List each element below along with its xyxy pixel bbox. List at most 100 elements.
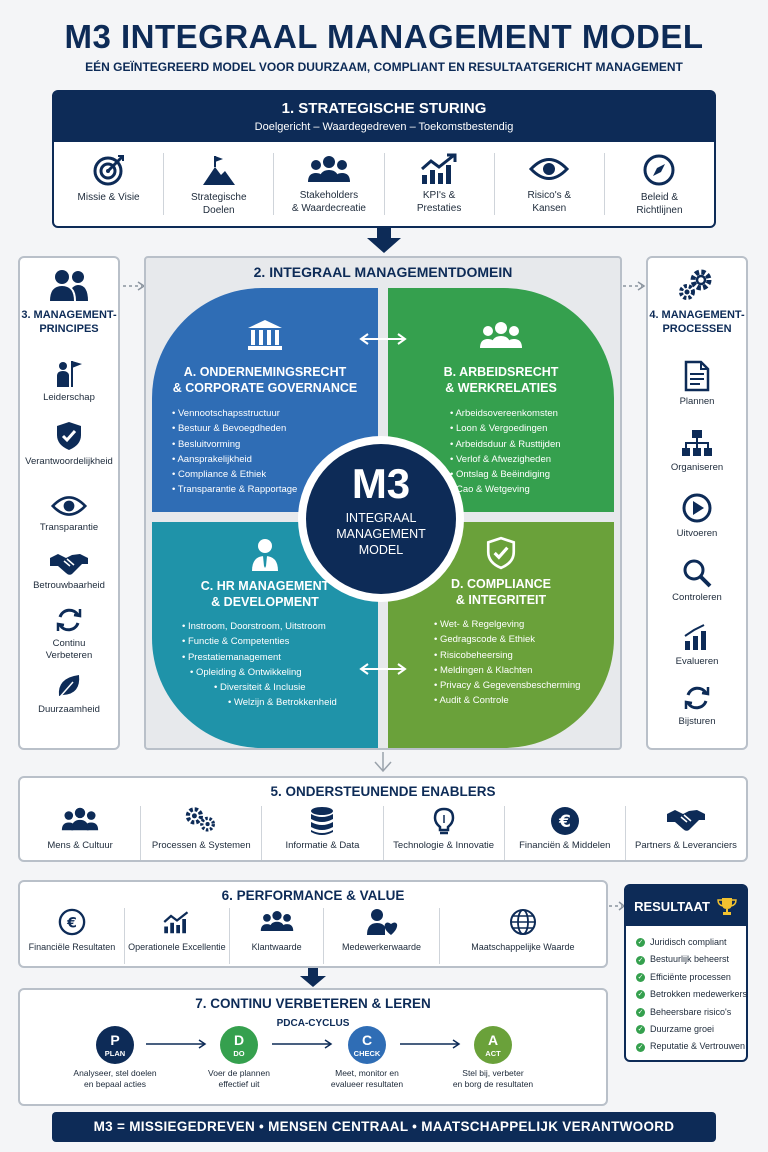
quadrant-title-line: A. ONDERNEMINGSRECHT xyxy=(183,365,347,379)
list-item: Arbeidsovereenkomsten xyxy=(450,406,614,421)
list-item: Gedragscode & Ethiek xyxy=(434,632,614,647)
list-item: Welzijn & Betrokkenheid xyxy=(228,695,378,710)
double-arrow-icon xyxy=(359,333,407,345)
strategic-subtitle: Doelgericht – Waardegedreven – Toekomstb… xyxy=(254,121,514,133)
refresh-icon xyxy=(684,686,710,710)
eye-icon xyxy=(50,496,88,516)
result-panel: RESULTAAT ✓Juridisch compliant ✓Bestuurl… xyxy=(624,884,748,1062)
result-item: ✓Betrokken medewerkers xyxy=(636,989,748,1000)
performance-label: Klantwaarde xyxy=(251,942,302,952)
handshake-icon xyxy=(666,810,705,831)
center-m3-text: M3 xyxy=(351,460,411,507)
strategic-label-2: Kansen xyxy=(532,203,567,214)
people-group-icon xyxy=(480,322,522,348)
performance-label: Maatschappelijke Waarde xyxy=(471,942,575,952)
list-item: Risicobeheersing xyxy=(434,648,614,663)
continuous-improvement-panel: 7. CONTINU VERBETEREN & LEREN PDCA-CYCLU… xyxy=(18,988,608,1106)
strategic-label-2: Prestaties xyxy=(416,203,462,214)
down-chevron-icon xyxy=(374,752,392,773)
principle-verbeteren: Continu Verbeteren xyxy=(20,606,118,662)
list-item: Functie & Competenties xyxy=(182,634,378,649)
enabler-financien: € Financiën & Middelen xyxy=(505,806,626,860)
processes-title-line: 4. MANAGEMENT- xyxy=(649,309,745,321)
document-icon xyxy=(684,360,710,392)
list-item: Compliance & Ethiek xyxy=(172,467,378,482)
pdca-text-line: effectief uit xyxy=(218,1079,260,1089)
principle-label-2: Verbeteren xyxy=(45,650,93,661)
strategic-item-risico: Risico's & Kansen xyxy=(495,153,605,215)
pdca-cycle-label: PDCA-CYCLUS xyxy=(276,1018,350,1029)
enabler-partners: Partners & Leveranciers xyxy=(626,806,746,860)
bar-chart-icon xyxy=(684,624,706,650)
svg-text:€: € xyxy=(66,916,77,932)
process-organiseren: Organiseren xyxy=(648,428,746,474)
principles-title-line: PRINCIPES xyxy=(39,323,99,335)
pdca-letter: A xyxy=(487,1032,499,1048)
quadrant-title-line: D. COMPLIANCE xyxy=(451,577,551,591)
gears-icon xyxy=(186,807,216,832)
dashed-connector-left xyxy=(123,281,146,291)
principles-title: 3. MANAGEMENT-PRINCIPES xyxy=(20,308,118,336)
down-arrow-icon xyxy=(367,228,401,253)
principle-label: Betrouwbaarheid xyxy=(33,580,105,591)
enabler-label: Processen & Systemen xyxy=(151,840,251,851)
pdca-text-line: Meet, monitor en xyxy=(335,1068,399,1078)
pdca-text-line: en borg de resultaten xyxy=(452,1079,534,1089)
strategic-label: Missie & Visie xyxy=(77,192,140,203)
enabler-label: Partners & Leveranciers xyxy=(634,840,737,851)
center-line: MANAGEMENT xyxy=(336,527,426,541)
list-item: Loon & Vergoedingen xyxy=(450,421,614,436)
improve-title: 7. CONTINU VERBETEREN & LEREN xyxy=(195,996,431,1011)
euro-circle-icon: € xyxy=(58,908,86,936)
process-controleren: Controleren xyxy=(648,558,746,604)
strategic-item-kpi: KPI's &Prestaties xyxy=(385,153,495,215)
quadrant-title-line: & CORPORATE GOVERNANCE xyxy=(172,381,358,395)
principle-label: Duurzaamheid xyxy=(38,704,100,715)
principle-label: Transparantie xyxy=(39,522,99,533)
center-line: MODEL xyxy=(358,543,404,557)
process-plannen: Plannen xyxy=(648,360,746,408)
pdca-letter: D xyxy=(233,1032,245,1048)
target-icon xyxy=(93,155,124,186)
list-item: Meldingen & Klachten xyxy=(434,663,614,678)
result-item-label: Efficiënte processen xyxy=(650,971,731,982)
strategic-label: Risico's & xyxy=(527,190,572,201)
domain-title: 2. INTEGRAAL MANAGEMENTDOMEIN xyxy=(253,264,513,280)
pdca-text-line: Analyseer, stel doelen xyxy=(73,1068,157,1078)
pdca-word: PLAN xyxy=(104,1049,126,1058)
process-uitvoeren: Uitvoeren xyxy=(648,492,746,540)
pdca-word: ACT xyxy=(485,1049,501,1058)
quadrant-title-line: & DEVELOPMENT xyxy=(211,595,319,609)
enabler-processen: Processen & Systemen xyxy=(141,806,263,860)
footer-banner: M3 = MISSIEGEDREVEN • MENSEN CENTRAAL • … xyxy=(52,1112,716,1142)
strategic-label: Beleid & xyxy=(640,192,679,203)
lightbulb-icon xyxy=(433,807,454,835)
list-item: Besluitvorming xyxy=(172,437,378,452)
strategic-item-missie: Missie & Visie xyxy=(54,153,165,215)
chart-up-icon xyxy=(421,153,457,184)
quadrant-d-title: D. COMPLIANCE& INTEGRITEIT xyxy=(388,576,614,608)
enabler-label: Technologie & Innovatie xyxy=(393,840,495,851)
center-line: INTEGRAAL xyxy=(345,511,417,525)
enabler-technologie: Technologie & Innovatie xyxy=(384,806,505,860)
double-arrow-icon xyxy=(359,663,407,675)
process-label: Plannen xyxy=(679,396,715,407)
result-item: ✓Duurzame groei xyxy=(636,1024,715,1035)
list-item: Opleiding & Ontwikkeling xyxy=(190,665,378,680)
enabler-label: Financiën & Middelen xyxy=(519,840,611,851)
enabler-informatie: Informatie & Data xyxy=(262,806,384,860)
play-icon xyxy=(682,493,712,523)
enabler-mens: Mens & Cultuur xyxy=(20,806,142,860)
result-item-label: Betrokken medewerkers xyxy=(650,989,748,1000)
principle-label: Verantwoordelijkheid xyxy=(25,456,113,467)
strategic-item-beleid: Beleid &Richtlijnen xyxy=(605,153,714,216)
processes-title-line: PROCESSEN xyxy=(662,323,732,335)
process-label: Evalueren xyxy=(675,656,719,667)
quadrant-title-line: C. HR MANAGEMENT xyxy=(200,579,330,593)
euro-icon: € xyxy=(550,807,579,835)
result-item: ✓Reputatie & Vertrouwen xyxy=(636,1041,746,1052)
